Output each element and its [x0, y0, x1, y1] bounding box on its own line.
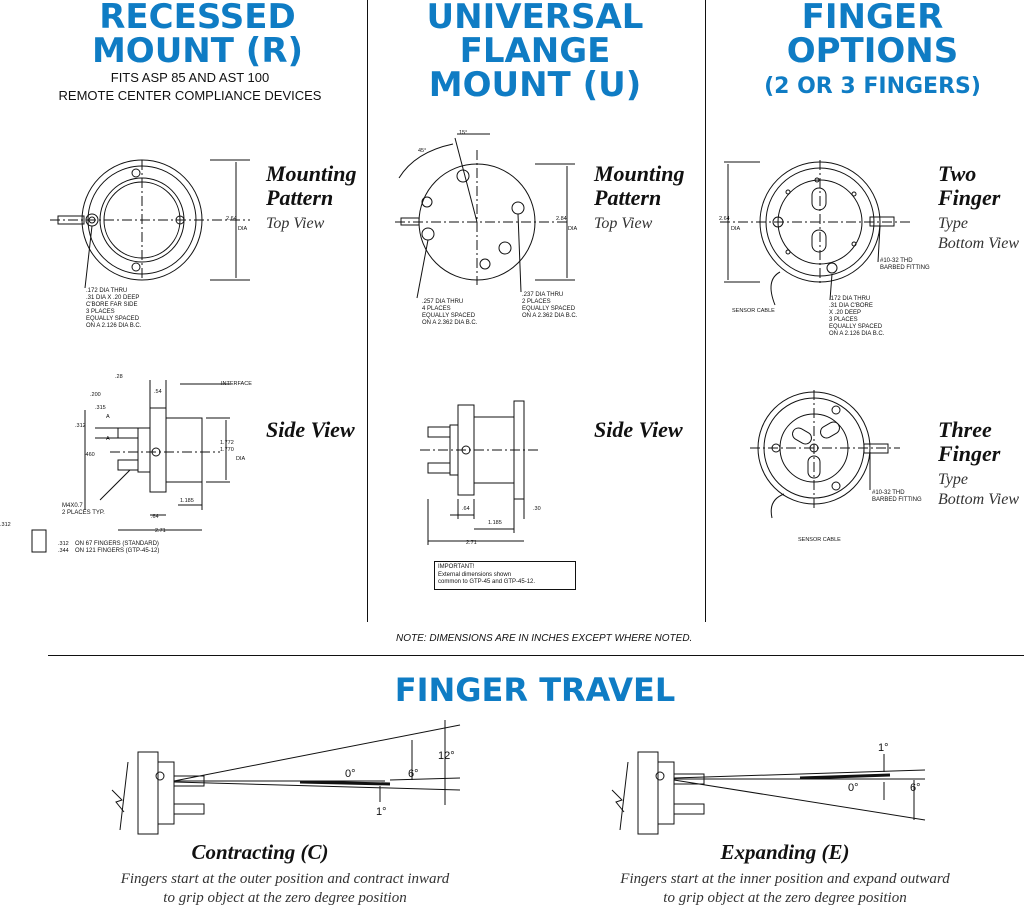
universal-dim-dia: 2.84 [556, 216, 567, 222]
recessed-d28: .28 [115, 374, 123, 380]
recessed-d1772: 1.772 [220, 440, 234, 446]
three-finger-drawing [750, 390, 900, 519]
recessed-side-view-drawing [31, 380, 230, 553]
universal-title-line2: FLANGE [459, 31, 611, 71]
expanding-caption-1: Fingers start at the inner position and … [620, 871, 950, 887]
recessed-d1185: 1.185 [180, 498, 194, 504]
universal-angle1: 45° [418, 148, 427, 154]
two-finger-thd-note: #10-32 THD BARBED FITTING [880, 258, 930, 271]
recessed-dim-dia-unit: DIA [238, 226, 248, 232]
recessed-top-view-label: Top View [266, 215, 325, 232]
universal-d64: .64 [462, 506, 470, 512]
expanding-label: Expanding (E) [720, 840, 850, 864]
recessed-d315: .315 [95, 405, 106, 411]
recessed-m4: M4X0.7 2 PLACES TYP. [62, 503, 105, 516]
two-finger-dim-dia: 2.64 [719, 216, 730, 222]
recessed-title-line2: MOUNT (R) [91, 31, 304, 71]
finger-options-title-line2: OPTIONS [786, 31, 959, 71]
recessed-a2: A [106, 436, 110, 442]
universal-top-view-label: Top View [594, 215, 653, 232]
contracting-angle-6: 6° [408, 768, 419, 780]
finger-options-title-line3: (2 OR 3 FINGERS) [764, 74, 981, 99]
dimensions-note: NOTE: DIMENSIONS ARE IN INCHES EXCEPT WH… [396, 633, 693, 644]
recessed-hole-note: .172 DIA THRU .31 DIA X .20 DEEP C'BORE … [86, 288, 142, 329]
universal-side-view-drawing [420, 400, 540, 545]
contracting-angle-0: 0° [345, 768, 356, 780]
recessed-d1770: 1.770 [220, 447, 234, 453]
universal-note-left: .257 DIA THRU 4 PLACES EQUALLY SPACED ON… [422, 299, 478, 326]
recessed-d312: .312 [75, 423, 86, 429]
contracting-angle-1: 1° [376, 806, 387, 818]
recessed-top-view-drawing [50, 159, 250, 289]
recessed-d312c: .312 [58, 541, 69, 547]
recessed-fits-line1: FITS ASP 85 AND AST 100 [110, 70, 270, 85]
contracting-drawing [111, 720, 461, 835]
recessed-d271: 2.71 [155, 528, 166, 534]
two-finger-dim-dia-unit: DIA [731, 226, 741, 232]
universal-d271: 2.71 [466, 540, 477, 546]
recessed-d64: .64 [151, 514, 159, 520]
divider-left [367, 0, 368, 622]
universal-angle2: 15° [459, 130, 468, 136]
recessed-d312b: .312 [0, 522, 11, 528]
contracting-label: Contracting (C) [191, 840, 329, 864]
finger-options-title-line1: FINGER [801, 0, 944, 37]
universal-d1185: 1.185 [488, 520, 502, 526]
recessed-d460: .460 [84, 452, 95, 458]
recessed-d54: .54 [154, 389, 162, 395]
universal-side-view-label: Side View [594, 417, 683, 442]
recessed-dia: DIA [236, 456, 246, 462]
divider-right [705, 0, 706, 622]
recessed-a1: A [106, 414, 110, 420]
recessed-dim-dia: 2.64 [226, 216, 237, 222]
recessed-side-view-label: Side View [266, 417, 355, 442]
contracting-caption-2: to grip object at the zero degree positi… [163, 890, 407, 906]
two-finger-hole-note: .172 DIA THRU .31 DIA C'BORE X .20 DEEP … [829, 296, 885, 337]
universal-note-right: .237 DIA THRU 2 PLACES EQUALLY SPACED ON… [522, 292, 578, 319]
recessed-title-line1: RECESSED [99, 0, 296, 37]
expanding-angle-1: 1° [878, 742, 889, 754]
three-finger-sensor-cable: SENSOR CABLE [798, 537, 841, 543]
universal-important-title: IMPORTANT! [438, 564, 475, 570]
expanding-angle-6: 6° [910, 782, 921, 794]
recessed-fits-line2: REMOTE CENTER COMPLIANCE DEVICES [58, 88, 322, 103]
universal-top-view-drawing [395, 133, 575, 299]
recessed-d344: .344 [58, 548, 69, 554]
contracting-caption-1: Fingers start at the outer position and … [120, 871, 450, 887]
two-finger-sensor-cable: SENSOR CABLE [732, 308, 775, 314]
expanding-caption-2: to grip object at the zero degree positi… [663, 890, 907, 906]
recessed-fingers-note: ON 67 FINGERS (STANDARD) ON 121 FINGERS … [75, 541, 160, 554]
universal-important-box: IMPORTANT! External dimensions shown com… [434, 561, 576, 590]
universal-title-line1: UNIVERSAL [426, 0, 644, 37]
universal-title-line3: MOUNT (U) [428, 65, 642, 105]
universal-important-body: External dimensions shown common to GTP-… [438, 572, 536, 585]
expanding-drawing [611, 751, 926, 835]
finger-travel-title: FINGER TRAVEL [394, 671, 676, 709]
universal-dim-dia-unit: DIA [568, 226, 578, 232]
expanding-angle-0: 0° [848, 782, 859, 794]
universal-d30: .30 [533, 506, 541, 512]
three-finger-thd-note: #10-32 THD BARBED FITTING [872, 490, 922, 503]
recessed-interface: INTERFACE [221, 381, 252, 387]
recessed-d200: .200 [90, 392, 101, 398]
contracting-angle-12: 12° [438, 750, 455, 762]
divider-horizontal [48, 655, 1024, 656]
two-finger-drawing [720, 160, 910, 306]
